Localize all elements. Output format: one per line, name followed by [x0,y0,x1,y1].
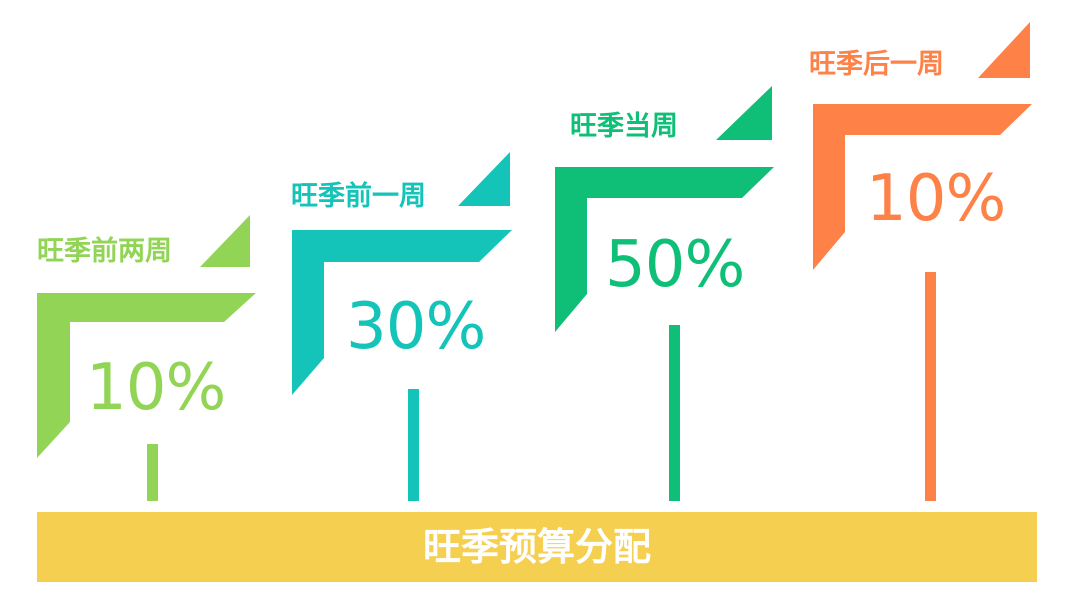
stage-1-shapes [37,215,256,501]
stage-1-label: 旺季前两周 [37,236,172,267]
stage-3-value: 50% [605,228,745,302]
stage-4-bracket [813,104,1032,270]
stage-2-label: 旺季前一周 [291,181,426,212]
base-bar: 旺季预算分配 [37,512,1037,582]
stage-3-label: 旺季当周 [570,111,678,142]
stage-3-flag-triangle [716,86,772,140]
stage-4-value: 10% [866,162,1006,236]
stage-3-bracket [555,167,774,332]
stage-1-flag-triangle [200,215,250,267]
stage-4-shapes [813,22,1032,501]
stage-1-bracket [37,293,256,458]
stage-2-stem [408,389,419,501]
stage-4-stem [925,272,936,501]
stage-4-label: 旺季后一周 [809,49,944,80]
stage-2-shapes [292,152,512,501]
stage-2-bracket [292,230,512,395]
stage-3-shapes [555,86,774,501]
stage-2-value: 30% [346,290,486,364]
base-bar-label: 旺季预算分配 [422,525,651,569]
stage-1-value: 10% [86,351,226,425]
stage-4-flag-triangle [978,22,1030,78]
stage-1-stem [147,444,158,501]
stage-3-stem [669,325,680,501]
stage-2-flag-triangle [458,152,510,206]
